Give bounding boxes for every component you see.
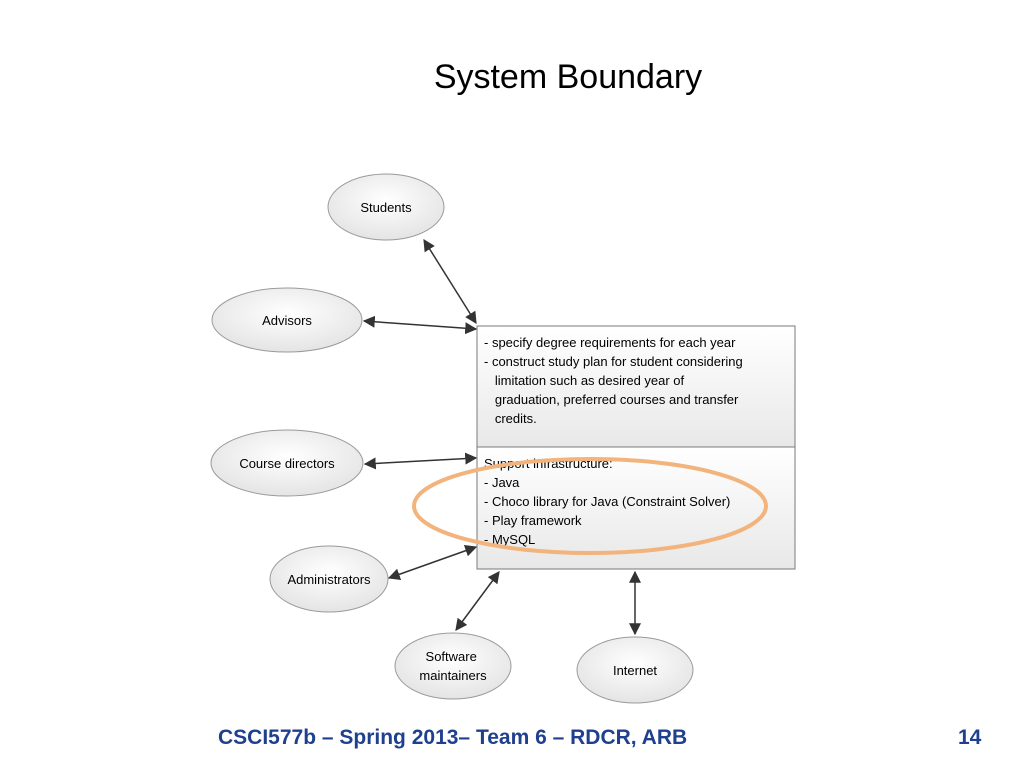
arrow-advisors-system (362, 315, 478, 335)
system-box: - specify degree requirements for each y… (476, 325, 796, 570)
arrow-course-directors-system (363, 452, 478, 470)
page-number: 14 (958, 726, 982, 749)
actor-internet-label: Internet (613, 663, 657, 678)
function-line: credits. (484, 411, 537, 426)
system-infrastructure-text: Support infrastructure: - Java - Choco l… (484, 456, 734, 547)
infrastructure-line: - Choco library for Java (Constraint Sol… (484, 494, 730, 509)
infrastructure-line: - Java (484, 475, 520, 490)
function-line: graduation, preferred courses and transf… (484, 392, 739, 407)
actor-internet: Internet (576, 636, 694, 704)
function-line: - specify degree requirements for each y… (484, 335, 736, 350)
actor-software-maintainers-label-line: Software (426, 649, 477, 664)
infrastructure-line: - MySQL (484, 532, 535, 547)
actor-administrators-label: Administrators (287, 572, 371, 587)
slide-footer: CSCI577b – Spring 2013– Team 6 – RDCR, A… (218, 726, 688, 749)
actor-advisors-label: Advisors (262, 313, 312, 328)
actor-students-label: Students (360, 200, 412, 215)
actor-software-maintainers-ellipse (394, 632, 512, 700)
actor-students: Students (327, 173, 445, 241)
function-line: limitation such as desired year of (484, 373, 685, 388)
actor-advisors: Advisors (211, 287, 363, 353)
actor-students-ellipse (327, 173, 445, 241)
actor-course-directors-label: Course directors (239, 456, 335, 471)
actor-course-directors-ellipse (210, 429, 364, 497)
actor-software-maintainers-label: Software maintainers (419, 649, 487, 683)
arrow-students-system (423, 238, 477, 325)
function-line: - construct study plan for student consi… (484, 354, 743, 369)
arrow-administrators-system (387, 544, 478, 581)
arrow-software-maintainers-system (455, 571, 500, 631)
actor-software-maintainers: Software maintainers (394, 632, 512, 700)
actor-internet-ellipse (576, 636, 694, 704)
system-functions-text: - specify degree requirements for each y… (484, 335, 746, 426)
connectors (362, 238, 641, 636)
actor-administrators: Administrators (269, 545, 389, 613)
system-functions-box (476, 325, 796, 448)
slide-title: System Boundary (433, 58, 703, 96)
actor-software-maintainers-label-line: maintainers (419, 668, 487, 683)
highlight-ellipse (412, 457, 768, 555)
actor-advisors-ellipse (211, 287, 363, 353)
actor-course-directors: Course directors (210, 429, 364, 497)
infrastructure-line: - Play framework (484, 513, 582, 528)
